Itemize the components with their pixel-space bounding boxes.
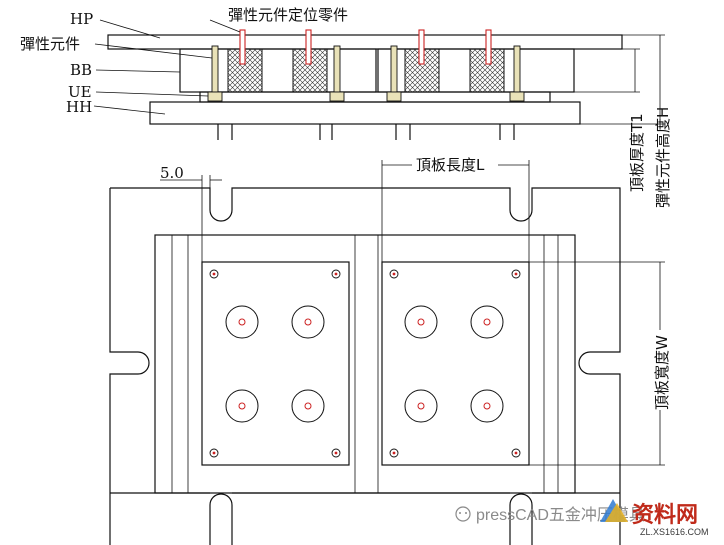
dim-plate-length-label: 頂板長度L	[416, 156, 485, 174]
top-view: 5.0 頂板長度L	[109, 156, 665, 545]
label-spring-locator: 彈性元件定位零件	[228, 6, 348, 24]
logo-subtext: ZL.XS1616.COM	[640, 527, 709, 537]
label-spring: 彈性元件	[20, 35, 80, 53]
ejector-plate-right	[381, 261, 530, 466]
dim-plate-width	[529, 261, 665, 466]
hp-plate	[107, 34, 623, 50]
label-ue: UE	[68, 83, 92, 101]
label-bb: BB	[70, 61, 92, 79]
site-logo: 资料网 ZL.XS1616.COM	[600, 499, 709, 537]
dim-plate-length	[381, 160, 530, 262]
dim-offset-value: 5.0	[160, 164, 184, 182]
corner-bolts	[209, 269, 521, 458]
label-plate-width: 頂板寬度W	[653, 335, 671, 410]
wechat-icon	[455, 506, 471, 522]
label-hh: HH	[66, 98, 92, 116]
spring-circles	[225, 305, 504, 423]
locator-pins	[239, 29, 492, 65]
outer-plate-outline	[109, 187, 621, 545]
support-legs	[217, 124, 515, 140]
label-hp: HP	[70, 10, 93, 28]
label-spring-height: 彈性元件高度H	[654, 107, 672, 208]
dim-offset	[160, 175, 222, 262]
leader-lines	[93, 19, 241, 115]
bb-plate-left	[179, 48, 377, 93]
ejector-plate-left	[201, 261, 350, 466]
hh-plate	[149, 101, 581, 125]
logo-text: 资料网	[632, 503, 698, 528]
guide-bolts	[207, 45, 525, 102]
inner-frame	[154, 234, 576, 494]
spring-center-pins	[238, 318, 491, 410]
side-view: HP 彈性元件 BB UE HH 彈性元件定位零件	[20, 6, 665, 140]
side-dimension-lines	[574, 34, 665, 125]
label-plate-thickness: 頂板厚度T1	[628, 113, 646, 192]
ue-plate	[199, 91, 551, 103]
